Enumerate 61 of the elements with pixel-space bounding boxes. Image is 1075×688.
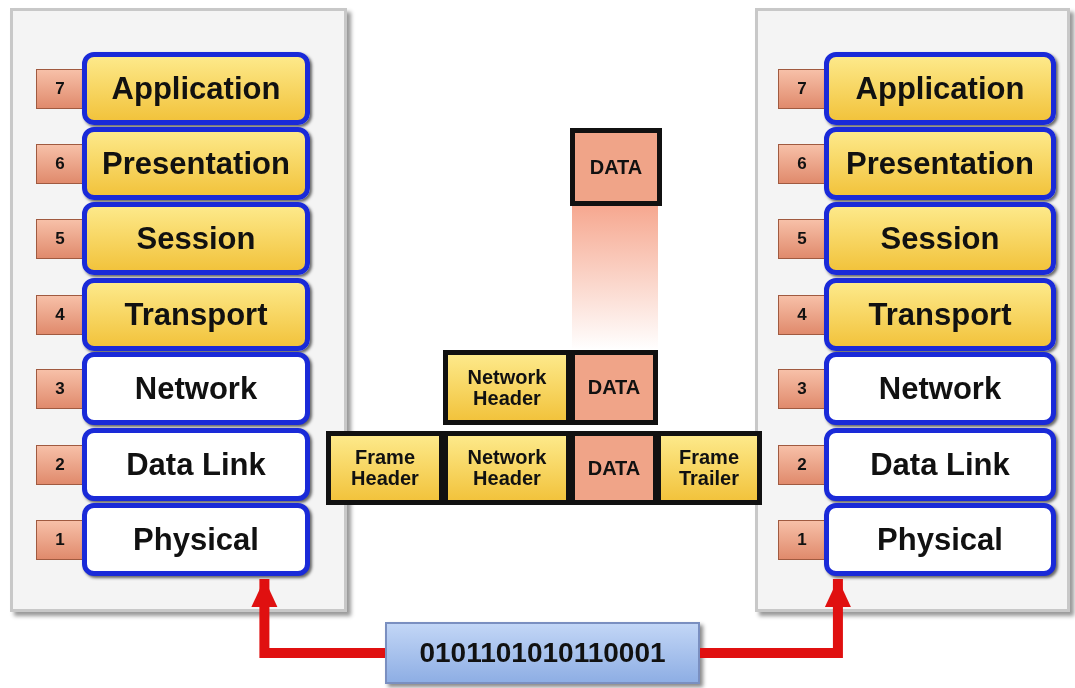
layer-box	[824, 352, 1056, 425]
block-label: 0101101010110001	[419, 637, 666, 669]
layer-number-tag: 3	[778, 369, 826, 409]
block-label: Network Header	[466, 447, 548, 489]
layer-name: Physical	[877, 521, 1003, 558]
header-block	[326, 431, 444, 505]
layer-name: Data Link	[126, 446, 266, 483]
layer-name: Presentation	[846, 145, 1034, 182]
layer-name: Transport	[868, 296, 1012, 333]
layer-number-tag: 5	[778, 219, 826, 259]
stack-panel	[10, 8, 347, 612]
layer-number-tag: 4	[778, 295, 826, 335]
block-label: Network Header	[466, 366, 548, 409]
layer-box	[82, 52, 310, 125]
layer-box	[82, 503, 310, 576]
bit-stream-box	[385, 622, 700, 684]
layer-box	[82, 428, 310, 501]
layer-name: Physical	[133, 521, 259, 558]
layer-box	[82, 278, 310, 351]
layer-box	[824, 278, 1056, 351]
layer-name: Application	[111, 70, 281, 107]
layer-number-tag: 3	[36, 369, 84, 409]
data-block	[570, 431, 658, 505]
block-label: Frame Header	[350, 447, 420, 489]
layer-name: Data Link	[870, 446, 1010, 483]
block-label: DATA	[587, 377, 641, 398]
layer-name: Presentation	[102, 145, 290, 182]
layer-box	[82, 202, 310, 275]
header-block	[656, 431, 762, 505]
layer-number-tag: 5	[36, 219, 84, 259]
block-label: DATA	[587, 457, 641, 479]
layer-box	[82, 352, 310, 425]
layer-number-tag: 6	[778, 144, 826, 184]
layer-name: Network	[134, 370, 258, 407]
layer-number-tag: 6	[36, 144, 84, 184]
layer-number-tag: 1	[778, 520, 826, 560]
layer-box	[824, 202, 1056, 275]
layer-box	[824, 127, 1056, 200]
layer-name: Network	[878, 370, 1002, 407]
layer-number-tag: 7	[778, 69, 826, 109]
layer-number-tag: 1	[36, 520, 84, 560]
header-block	[443, 350, 571, 425]
stack-panel	[755, 8, 1070, 612]
layer-number-tag: 2	[36, 445, 84, 485]
layer-number-tag: 7	[36, 69, 84, 109]
layer-number-tag: 2	[778, 445, 826, 485]
layer-number-tag: 4	[36, 295, 84, 335]
layer-box	[824, 503, 1056, 576]
layer-name: Session	[136, 220, 256, 257]
layer-name: Session	[880, 220, 1000, 257]
layer-name: Transport	[124, 296, 268, 333]
arrow	[700, 579, 851, 658]
block-label: DATA	[589, 156, 643, 178]
data-block	[570, 128, 662, 206]
arrow	[251, 579, 385, 658]
data-block	[570, 350, 658, 425]
block-label: Frame Trailer	[677, 447, 740, 489]
layer-box	[82, 127, 310, 200]
layer-box	[824, 52, 1056, 125]
layer-name: Application	[855, 70, 1025, 107]
layer-box	[824, 428, 1056, 501]
